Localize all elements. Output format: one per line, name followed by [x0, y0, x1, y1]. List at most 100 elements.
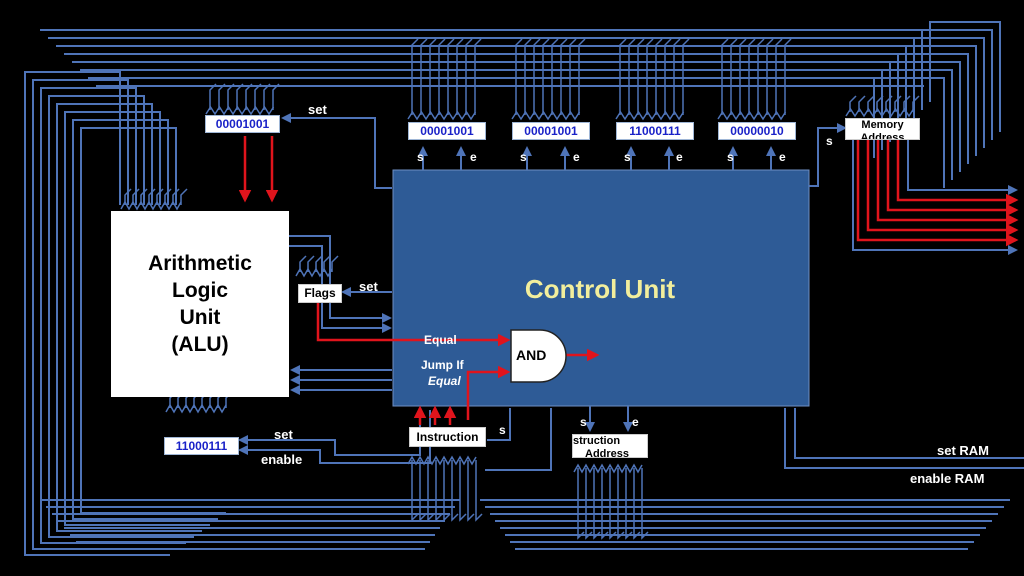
- fan-instruction-address: [617, 468, 625, 540]
- fan-register-1: [474, 38, 482, 115]
- fan-instruction-address: [633, 468, 641, 540]
- fan-instruction: [451, 460, 459, 522]
- alu-label-line2: Logic: [172, 279, 228, 302]
- fan-register-3-zigzag: [615, 110, 685, 121]
- active-signal-wires: [238, 136, 1019, 425]
- alu-block: Arithmetic Logic Unit (ALU): [111, 211, 289, 397]
- fan-register-4: [721, 38, 729, 115]
- fan-register-1: [438, 38, 446, 115]
- fan-register-2: [533, 38, 541, 115]
- alu-label-line1: Arithmetic: [148, 252, 252, 275]
- equal-label: Equal: [424, 333, 457, 347]
- register-2: 00001001: [512, 122, 590, 140]
- fan-register-3: [673, 38, 681, 115]
- fan-register-bottom-left-zigzag: [165, 403, 227, 414]
- instruction-address-line1: struction: [573, 435, 621, 447]
- fan-register-top-left: [254, 83, 262, 110]
- fan-register-top-left: [272, 83, 280, 110]
- fan-register-1: [447, 38, 455, 115]
- reg4-e-label: e: [779, 150, 786, 164]
- alu-label-line3: Unit: [179, 306, 221, 329]
- fan-instruction-address: [585, 468, 593, 540]
- bus-loop-left: [72, 119, 218, 520]
- fan-instruction: [411, 460, 419, 522]
- fan-register-1: [420, 38, 428, 115]
- fan-register-2: [569, 38, 577, 115]
- fan-register-4: [757, 38, 765, 115]
- bus-loop-left: [32, 79, 178, 550]
- fan-register-4: [784, 38, 792, 115]
- bus-loop-left: [48, 95, 194, 538]
- fan-register-2: [524, 38, 532, 115]
- fan-memory-address: [912, 95, 920, 112]
- instruction-address-line2: Address: [585, 448, 630, 458]
- fan-register-1: [456, 38, 464, 115]
- fan-register-top-left: [245, 83, 253, 110]
- and-gate-label: AND: [516, 347, 547, 363]
- instruction-register: Instruction: [409, 427, 486, 447]
- fan-register-1: [429, 38, 437, 115]
- top-left-set-label: set: [308, 102, 327, 117]
- fan-instruction-address: [625, 468, 633, 540]
- fan-register-4: [748, 38, 756, 115]
- fan-alu-input-zigzag: [120, 200, 182, 211]
- fan-instruction: [475, 460, 483, 522]
- reg3-s-label: s: [624, 150, 631, 164]
- jump-if-label: Jump If: [421, 358, 464, 372]
- fan-flags-zigzag: [295, 267, 333, 278]
- fan-instruction: [459, 460, 467, 522]
- fan-register-3: [682, 38, 690, 115]
- fan-instruction: [443, 460, 451, 522]
- fan-instruction: [419, 460, 427, 522]
- fan-alu-input: [180, 188, 188, 205]
- fan-register-4: [766, 38, 774, 115]
- fan-instruction-address: [641, 468, 649, 540]
- fan-register-top-left: [236, 83, 244, 110]
- memory-s-label: s: [826, 134, 833, 148]
- jump-equal-label: Equal: [428, 374, 461, 388]
- flags-register: Flags: [298, 284, 342, 303]
- fan-register-top-left: [209, 83, 217, 110]
- fan-register-1: [411, 38, 419, 115]
- flags-set-label: set: [359, 279, 378, 294]
- fan-register-top-left: [263, 83, 271, 110]
- fan-register-3: [646, 38, 654, 115]
- fan-register-4-zigzag: [717, 110, 787, 121]
- register-input-wires: [120, 38, 920, 540]
- fan-instruction: [467, 460, 475, 522]
- bus-loop-left: [56, 103, 202, 532]
- fan-register-3: [655, 38, 663, 115]
- reg3-e-label: e: [676, 150, 683, 164]
- fan-register-2: [542, 38, 550, 115]
- enable-ram-label: enable RAM: [910, 471, 985, 486]
- fan-register-3: [664, 38, 672, 115]
- memory-address-register: Memory Address: [845, 118, 920, 140]
- memory-address-output-wires: [852, 140, 1018, 255]
- instruction-address-e-label: e: [632, 415, 639, 429]
- fan-memory-address-zigzag: [845, 107, 915, 118]
- instruction-address-register: struction Address: [572, 434, 648, 458]
- fan-register-top-left-zigzag: [205, 105, 275, 116]
- fan-register-3: [619, 38, 627, 115]
- fan-register-1-zigzag: [407, 110, 477, 121]
- fan-instruction-address-zigzag: [573, 463, 643, 474]
- fan-instruction-address: [609, 468, 617, 540]
- fan-register-2: [551, 38, 559, 115]
- register-1: 00001001: [408, 122, 486, 140]
- reg2-s-label: s: [520, 150, 527, 164]
- reg1-e-label: e: [470, 150, 477, 164]
- fan-register-4: [730, 38, 738, 115]
- fan-register-3: [628, 38, 636, 115]
- set-ram-label: set RAM: [937, 443, 990, 458]
- fan-instruction-address: [577, 468, 585, 540]
- instruction-address-s-label: s: [580, 415, 587, 429]
- reg2-e-label: e: [573, 150, 580, 164]
- fan-register-2: [515, 38, 523, 115]
- bus-loop-left: [64, 111, 210, 526]
- fan-instruction-zigzag: [407, 455, 477, 466]
- register-top-left: 00001001: [205, 115, 280, 133]
- fan-register-top-left: [227, 83, 235, 110]
- fan-register-1: [465, 38, 473, 115]
- control-unit-title: Control Unit: [524, 274, 676, 304]
